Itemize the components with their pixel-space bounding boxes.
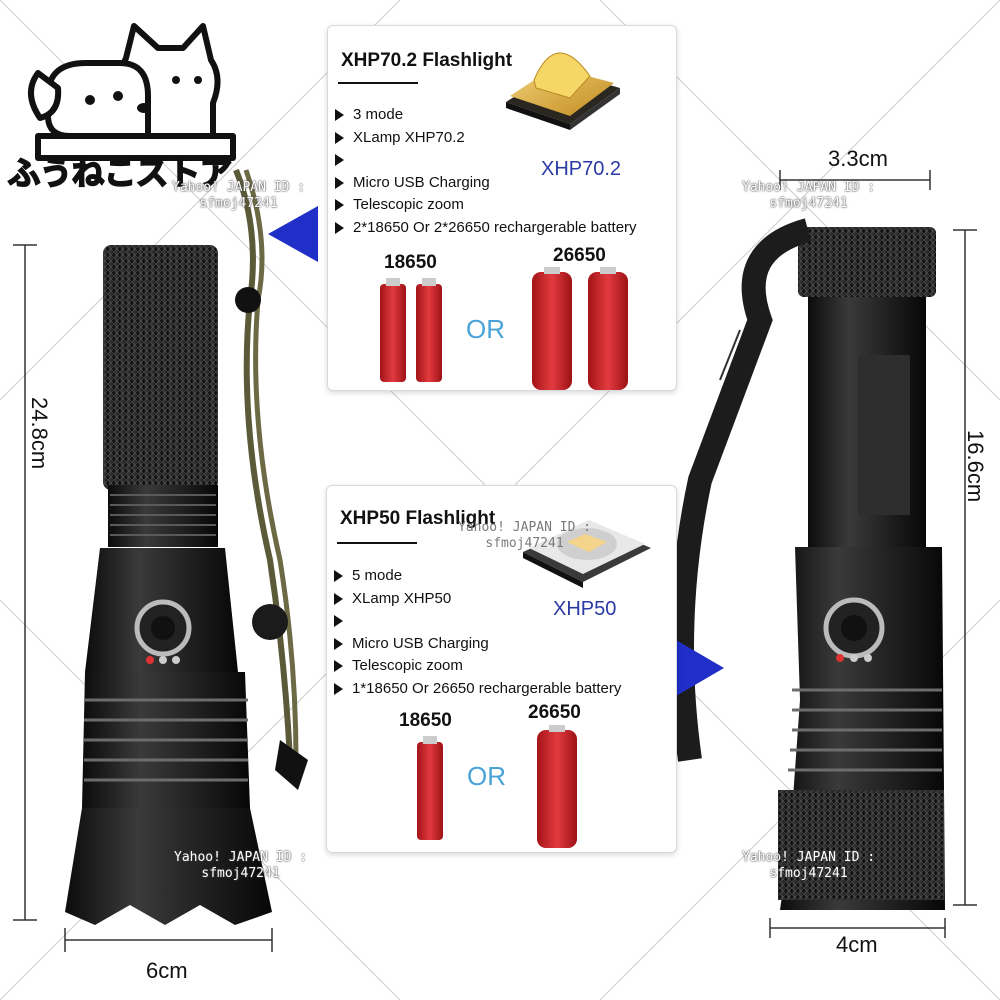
panel-title: XHP70.2 Flashlight xyxy=(341,50,513,71)
battery-18650-pair-icon xyxy=(380,278,442,382)
title-underline xyxy=(337,542,417,544)
spec-list: 3 mode XLamp XHP70.2 Micro USB Charging … xyxy=(333,104,637,239)
head-width-label-small: 3.3cm xyxy=(828,146,888,171)
spec-panel-xhp50: XHP50 Flashlight XHP50 5 mode XLamp XHP5… xyxy=(326,485,677,853)
battery-label-18650: 18650 xyxy=(399,710,452,731)
watermark: Yahoo! JAPAN ID :sfmoj47241 xyxy=(172,180,306,211)
spec-item: Telescopic zoom xyxy=(332,655,621,678)
dog-cat-icon xyxy=(28,23,236,161)
spec-item: Micro USB Charging xyxy=(333,172,637,195)
spec-list: 5 mode XLamp XHP50 Micro USB Charging Te… xyxy=(332,565,621,700)
spec-item: Telescopic zoom xyxy=(333,194,637,217)
width-label-large: 6cm xyxy=(146,958,188,983)
spec-item xyxy=(332,610,621,633)
or-label: OR xyxy=(466,314,505,344)
spec-item: XLamp XHP50 xyxy=(332,588,621,611)
panel-title: XHP50 Flashlight xyxy=(340,508,496,529)
height-label-small: 16.6cm xyxy=(963,430,988,503)
title-underline xyxy=(338,82,418,84)
spec-item: 1*18650 Or 26650 rechargerable battery xyxy=(332,678,621,701)
spec-panel-xhp70: XHP70.2 Flashlight XHP70.2 3 mode XLamp … xyxy=(327,25,677,391)
battery-18650-icon xyxy=(417,736,443,840)
spec-item: XLamp XHP70.2 xyxy=(333,127,637,150)
width-label-small: 4cm xyxy=(836,932,878,957)
small-flashlight xyxy=(670,218,945,910)
large-flashlight xyxy=(65,168,308,925)
battery-label-26650: 26650 xyxy=(528,702,581,723)
spec-item: Micro USB Charging xyxy=(332,633,621,656)
watermark: Yahoo! JAPAN ID :sfmoj47241 xyxy=(742,850,876,881)
battery-label-26650: 26650 xyxy=(553,245,606,266)
battery-26650-icon xyxy=(537,725,577,848)
chip-label: XHP50 xyxy=(553,598,617,620)
spec-item xyxy=(333,149,637,172)
watermark: Yahoo! JAPAN ID :sfmoj47241 xyxy=(742,180,876,211)
spec-item: 2*18650 Or 2*26650 rechargerable battery xyxy=(333,217,637,240)
pointer-arrow-top xyxy=(268,206,318,262)
spec-item: 5 mode xyxy=(332,565,621,588)
battery-26650-pair-icon xyxy=(532,267,628,390)
led-chip-white-icon xyxy=(523,520,651,588)
battery-label-18650: 18650 xyxy=(384,252,437,273)
led-chip-gold-icon xyxy=(506,52,620,130)
pointer-arrow-bottom xyxy=(676,640,724,696)
chip-label: XHP70.2 xyxy=(541,158,622,180)
or-label: OR xyxy=(467,761,506,791)
height-label-large: 24.8cm xyxy=(27,397,52,470)
watermark: Yahoo! JAPAN ID :sfmoj47241 xyxy=(174,850,308,881)
watermark: Yahoo! JAPAN ID :sfmoj47241 xyxy=(458,520,592,551)
brand-name: ふうねこストア xyxy=(7,153,233,193)
spec-item: 3 mode xyxy=(333,104,637,127)
